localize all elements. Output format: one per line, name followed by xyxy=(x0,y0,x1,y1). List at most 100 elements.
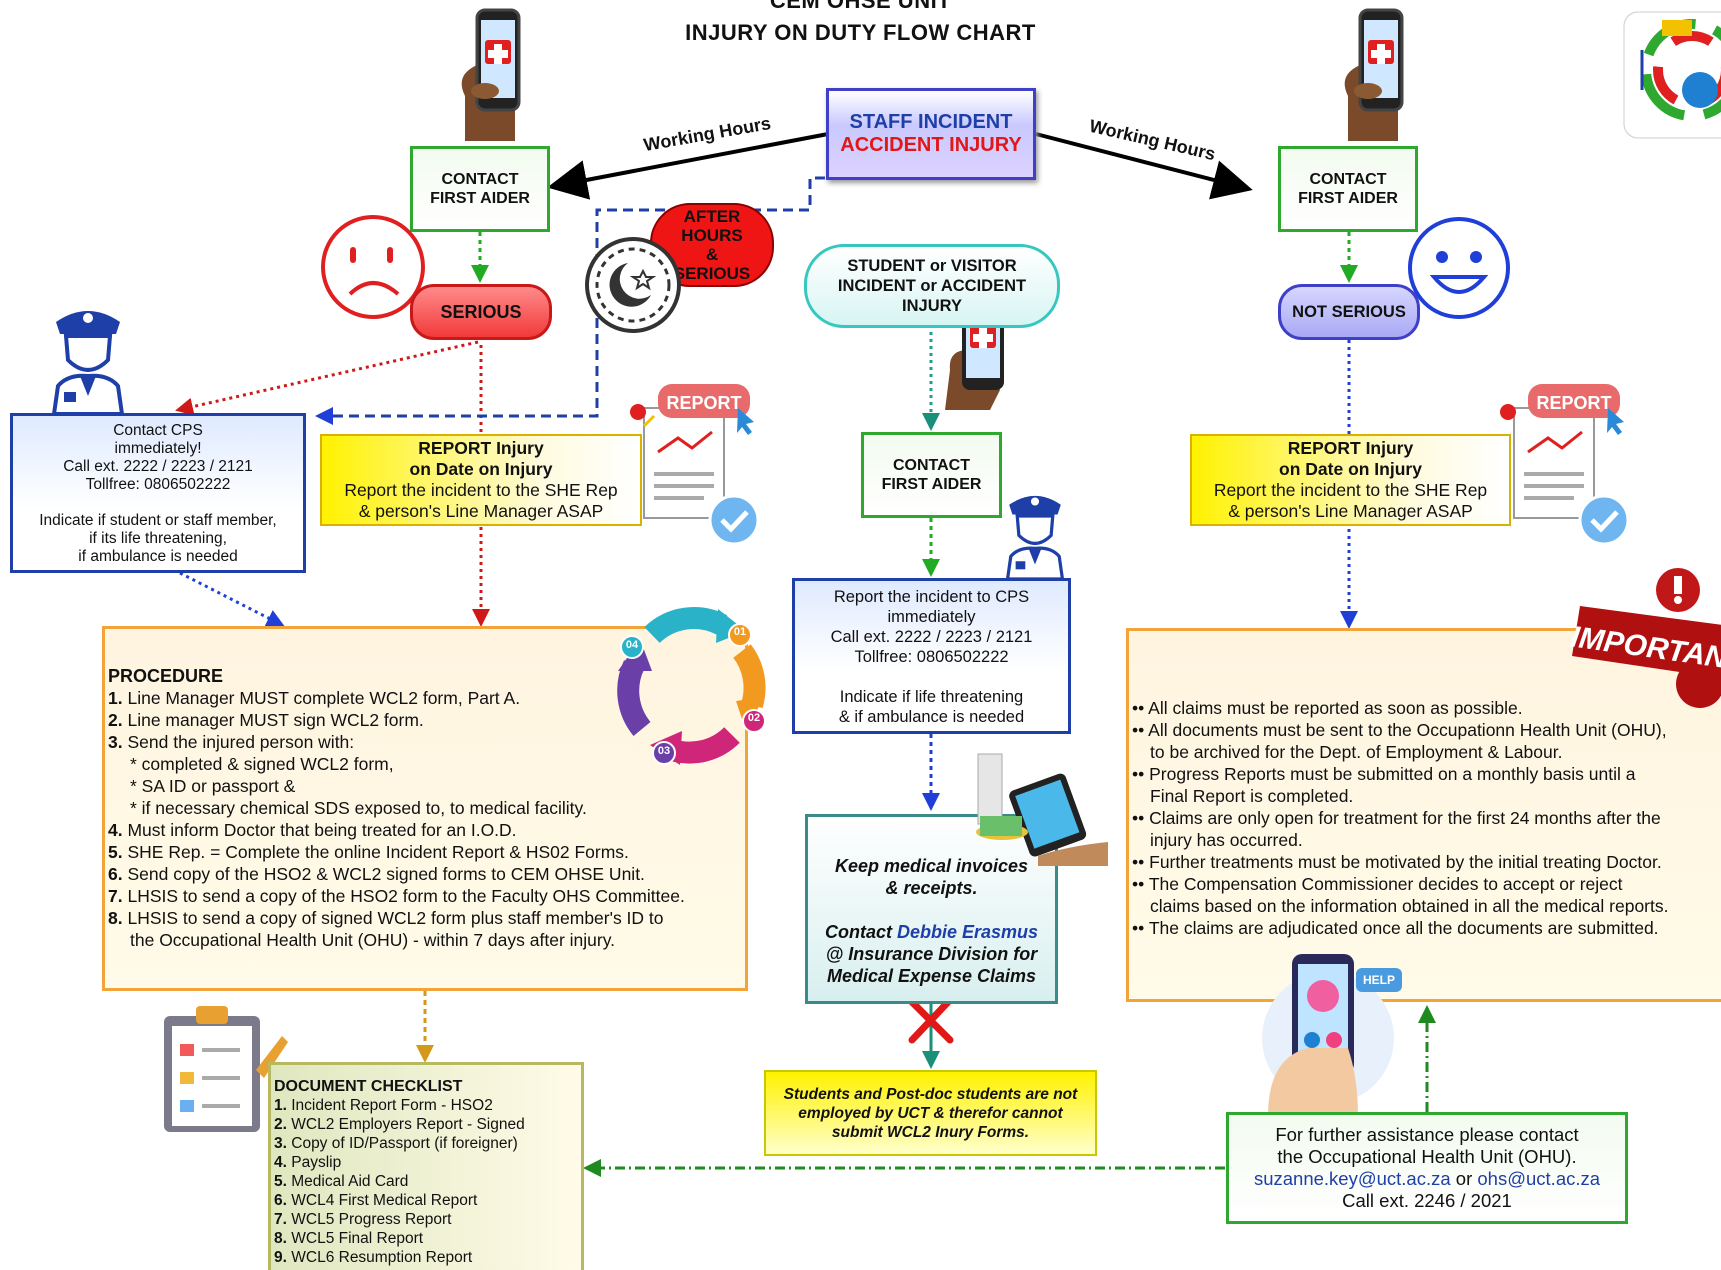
report-title: REPORT Injury xyxy=(418,438,544,458)
middle-contact-line1: CONTACT xyxy=(892,457,971,474)
report-body: Report the incident to the SHE Rep xyxy=(344,480,618,500)
list-item-text: * completed & signed WCL2 form, xyxy=(130,754,394,774)
important-item: •• Further treatments must be motivated … xyxy=(1132,851,1721,873)
important-item-text: injury has occurred. xyxy=(1150,830,1303,850)
important-item: Final Report is completed. xyxy=(1132,785,1721,807)
note-line: Students and Post-doc students are not xyxy=(783,1085,1078,1103)
important-item: •• All claims must be reported as soon a… xyxy=(1132,697,1721,719)
list-item-number: 3. xyxy=(108,732,123,752)
ohu-line: Call ext. 2246 / 2021 xyxy=(1342,1190,1512,1211)
list-item: 1. Line Manager MUST complete WCL2 form,… xyxy=(108,687,745,709)
list-item: the Occupational Health Unit (OHU) - wit… xyxy=(108,929,745,951)
list-item-number: 5. xyxy=(274,1173,287,1190)
important-item-text: Progress Reports must be submitted on a … xyxy=(1149,764,1636,784)
checklist-heading: DOCUMENT CHECKLIST xyxy=(274,1078,463,1095)
bullet-icon: •• xyxy=(1132,852,1150,872)
report-subtitle: on Date on Injury xyxy=(409,459,553,479)
left-report-box: REPORT Injury on Date on Injury Report t… xyxy=(320,434,642,526)
right-contact-line1: CONTACT xyxy=(1309,171,1387,188)
student-line: INJURY xyxy=(902,297,962,315)
medical-invoices-box: Keep medical invoices & receipts. Contac… xyxy=(805,814,1058,1004)
list-item: * completed & signed WCL2 form, xyxy=(108,753,745,775)
cps-line: Call ext. 2222 / 2223 / 2121 xyxy=(63,458,253,475)
medical-line: @ Insurance Division for xyxy=(825,944,1038,964)
list-item-number: 2. xyxy=(108,710,123,730)
cps-line: Contact CPS xyxy=(113,422,203,439)
list-item-text: Incident Report Form - HSO2 xyxy=(291,1097,493,1114)
medical-line: Medical Expense Claims xyxy=(826,966,1037,986)
ohu-line: For further assistance please contact xyxy=(1275,1124,1579,1145)
list-item-number: 8. xyxy=(108,908,123,928)
list-item-number: 6. xyxy=(108,864,123,884)
important-item-text: Further treatments must be motivated by … xyxy=(1149,852,1662,872)
list-item-text: Line Manager MUST complete WCL2 form, Pa… xyxy=(127,688,521,708)
security-guard-icon xyxy=(1005,495,1065,579)
list-item-text: LHSIS to send a copy of signed WCL2 form… xyxy=(127,908,664,928)
report-body: & person's Line Manager ASAP xyxy=(1228,501,1473,521)
list-item: 3. Send the injured person with: xyxy=(108,731,745,753)
cps-spacer xyxy=(13,494,303,512)
procedure-list: 1. Line Manager MUST complete WCL2 form,… xyxy=(108,687,745,951)
list-item: 5. SHE Rep. = Complete the online Incide… xyxy=(108,841,745,863)
left-contact-first-aider-box: CONTACT FIRST AIDER xyxy=(410,146,550,232)
list-item: 8. WCL5 Final Report xyxy=(274,1229,581,1248)
student-line: STUDENT or VISITOR xyxy=(847,257,1017,275)
list-item-text: Send copy of the HSO2 & WCL2 signed form… xyxy=(127,864,645,884)
important-item-text: Claims are only open for treatment for t… xyxy=(1149,808,1661,828)
list-item-text: WCL2 Employers Report - Signed xyxy=(291,1116,525,1133)
middle-cps-line: Report the incident to CPS xyxy=(833,588,1030,606)
cps-line: immediately! xyxy=(114,440,202,457)
list-item-text: Medical Aid Card xyxy=(291,1173,409,1190)
important-item-text: to be archived for the Dept. of Employme… xyxy=(1150,742,1563,762)
help-phone-icon xyxy=(1262,954,1402,1116)
procedure-box: PROCEDURE 1. Line Manager MUST complete … xyxy=(102,626,748,991)
list-item-number: 7. xyxy=(108,886,123,906)
list-item-number: 9. xyxy=(274,1249,287,1266)
list-item-number: 8. xyxy=(274,1230,287,1247)
right-contact-first-aider-box: CONTACT FIRST AIDER xyxy=(1278,146,1418,232)
list-item: 7. WCL5 Progress Report xyxy=(274,1210,581,1229)
list-item: 4. Payslip xyxy=(274,1153,581,1172)
cps-line: Tollfree: 0806502222 xyxy=(85,476,231,493)
ohu-contact-box: For further assistance please contact th… xyxy=(1226,1112,1628,1224)
important-item: •• The Compensation Commissioner decides… xyxy=(1132,873,1721,895)
list-item: * SA ID or passport & xyxy=(108,775,745,797)
list-item: 8. LHSIS to send a copy of signed WCL2 f… xyxy=(108,907,745,929)
important-item-text: The Compensation Commissioner decides to… xyxy=(1148,874,1623,894)
contact-person-name[interactable]: Debbie Erasmus xyxy=(896,922,1039,942)
important-item: •• All documents must be sent to the Occ… xyxy=(1132,719,1721,741)
email-link-suzanne[interactable]: suzanne.key@uct.ac.za xyxy=(1253,1168,1451,1189)
list-item: 3. Copy of ID/Passport (if foreigner) xyxy=(274,1134,581,1153)
list-item-text: Copy of ID/Passport (if foreigner) xyxy=(291,1135,518,1152)
list-item-text: WCL4 First Medical Report xyxy=(291,1192,478,1209)
phone-first-aid-icon xyxy=(461,8,521,141)
staff-incident-line1: STAFF INCIDENT xyxy=(849,111,1013,133)
cycle-label-03: 03 xyxy=(657,745,671,757)
report-body: Report the incident to the SHE Rep xyxy=(1213,480,1488,500)
report-title: REPORT Injury xyxy=(1287,438,1414,458)
middle-cps-spacer xyxy=(795,667,1068,687)
arrow-serious-cps xyxy=(175,340,479,416)
not-serious-pill: NOT SERIOUS xyxy=(1278,284,1420,340)
email-link-ohs[interactable]: ohs@uct.ac.za xyxy=(1477,1168,1601,1189)
medical-contact-prefix: Contact xyxy=(824,922,897,942)
cycle-label-01: 01 xyxy=(733,626,747,638)
email-or: or xyxy=(1450,1168,1478,1189)
list-item-text: Payslip xyxy=(291,1154,342,1171)
list-item-text: Must inform Doctor that being treated fo… xyxy=(127,820,517,840)
left-contact-line2: FIRST AIDER xyxy=(430,190,530,207)
list-item-number: 4. xyxy=(108,820,123,840)
important-item-text: claims based on the information obtained… xyxy=(1150,896,1669,916)
cps-line: Indicate if student or staff member, xyxy=(39,512,277,529)
cps-line: if ambulance is needed xyxy=(78,548,238,565)
after-hours-line2: & xyxy=(705,245,719,264)
arrow-cps-procedure xyxy=(179,571,285,627)
list-item-text: Line manager MUST sign WCL2 form. xyxy=(127,710,424,730)
list-item: 4. Must inform Doctor that being treated… xyxy=(108,819,745,841)
bullet-icon: •• xyxy=(1132,764,1150,784)
middle-cps-line: Tollfree: 0806502222 xyxy=(854,648,1009,666)
middle-cps-box: Report the incident to CPS immediately C… xyxy=(792,578,1071,734)
right-contact-line2: FIRST AIDER xyxy=(1298,190,1398,207)
ohu-line: the Occupational Health Unit (OHU). xyxy=(1277,1146,1577,1167)
list-item: 1. Incident Report Form - HSO2 xyxy=(274,1096,581,1115)
